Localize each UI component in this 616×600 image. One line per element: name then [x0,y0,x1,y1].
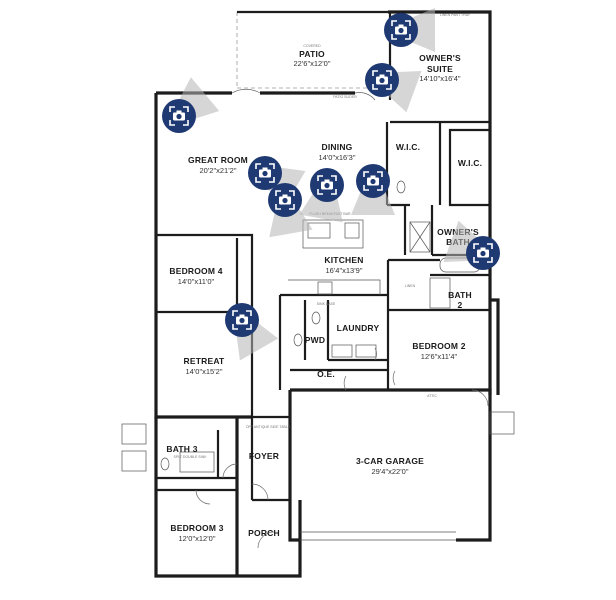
label-wic-2: W.I.C. [458,158,482,168]
camera-icon [473,243,493,263]
label-bath3: BATH 3 [166,444,197,454]
camera-icon [169,106,189,126]
dim-bedroom4: 14'0"x11'0" [178,277,215,286]
camera-icon [391,20,411,40]
label-bedroom4: BEDROOM 4 [169,266,222,276]
svg-text:PATIO SLIDER: PATIO SLIDER [333,95,357,99]
camera-icon [275,190,295,210]
label-garage: 3-CAR GARAGE [356,456,424,466]
label-bath2: BATH [448,290,472,300]
label-bedroom2: BEDROOM 2 [412,341,465,351]
camera-marker-kitchen-1[interactable] [263,183,313,238]
label-foyer: FOYER [249,451,279,461]
camera-marker-great-room[interactable] [162,77,220,133]
camera-icon [255,163,275,183]
label-wic-1: W.I.C. [396,142,420,152]
label-oe: O.E. [317,369,335,379]
dim-patio: 22'6"x12'0" [294,59,331,68]
label-retreat: RETREAT [184,356,226,366]
label-owners-suite-2: SUITE [427,64,453,74]
dim-bedroom3: 12'0"x12'0" [179,534,216,543]
svg-text:ATTIC: ATTIC [427,394,437,398]
dim-kitchen: 16'4"x13'9" [326,266,363,275]
dim-owners-suite: 14'10"x16'4" [419,74,460,83]
camera-icon [317,175,337,195]
interior-walls [156,12,492,502]
camera-markers [162,8,500,361]
dim-garage: 29'4"x22'0" [372,467,409,476]
dim-great-room: 20'2"x21'2" [200,166,237,175]
label-patio: PATIO [299,49,325,59]
camera-icon [232,310,252,330]
svg-text:SPLT DOUBLE SINK: SPLT DOUBLE SINK [174,455,208,459]
label-dining: DINING [322,142,353,152]
camera-marker-dining-2[interactable] [299,168,348,223]
label-great-room: GREAT ROOM [188,155,248,165]
svg-text:LINEN: LINEN [405,284,416,288]
label-laundry: LAUNDRY [337,323,380,333]
label-pwd: PWD [305,335,325,345]
camera-marker-owners-bath[interactable] [443,220,500,274]
label-owners-suite: OWNER'S [419,53,461,63]
svg-text:SINK BASE: SINK BASE [317,302,336,306]
label-bedroom3: BEDROOM 3 [170,523,223,533]
dim-dining: 14'0"x16'3" [319,153,356,162]
exterior-walls [154,10,500,578]
camera-marker-dining-3[interactable] [351,164,395,215]
dim-bedroom2: 12'6"x11'4" [421,352,458,361]
camera-marker-suite-mid[interactable] [365,59,422,113]
svg-text:OPT ANTIQUE SIDE TABLE: OPT ANTIQUE SIDE TABLE [246,425,291,429]
dim-retreat: 14'0"x15'2" [186,367,223,376]
svg-text:COVERED: COVERED [303,44,321,48]
camera-marker-suite-top[interactable] [384,8,435,52]
camera-icon [363,171,383,191]
fixtures [121,88,515,549]
camera-marker-retreat[interactable] [223,303,279,361]
svg-text:LINEN PANT TRAY: LINEN PANT TRAY [440,13,471,17]
label-porch: PORCH [248,528,280,538]
label-kitchen: KITCHEN [324,255,363,265]
camera-icon [372,70,392,90]
label-bath2-2: 2 [458,300,463,310]
